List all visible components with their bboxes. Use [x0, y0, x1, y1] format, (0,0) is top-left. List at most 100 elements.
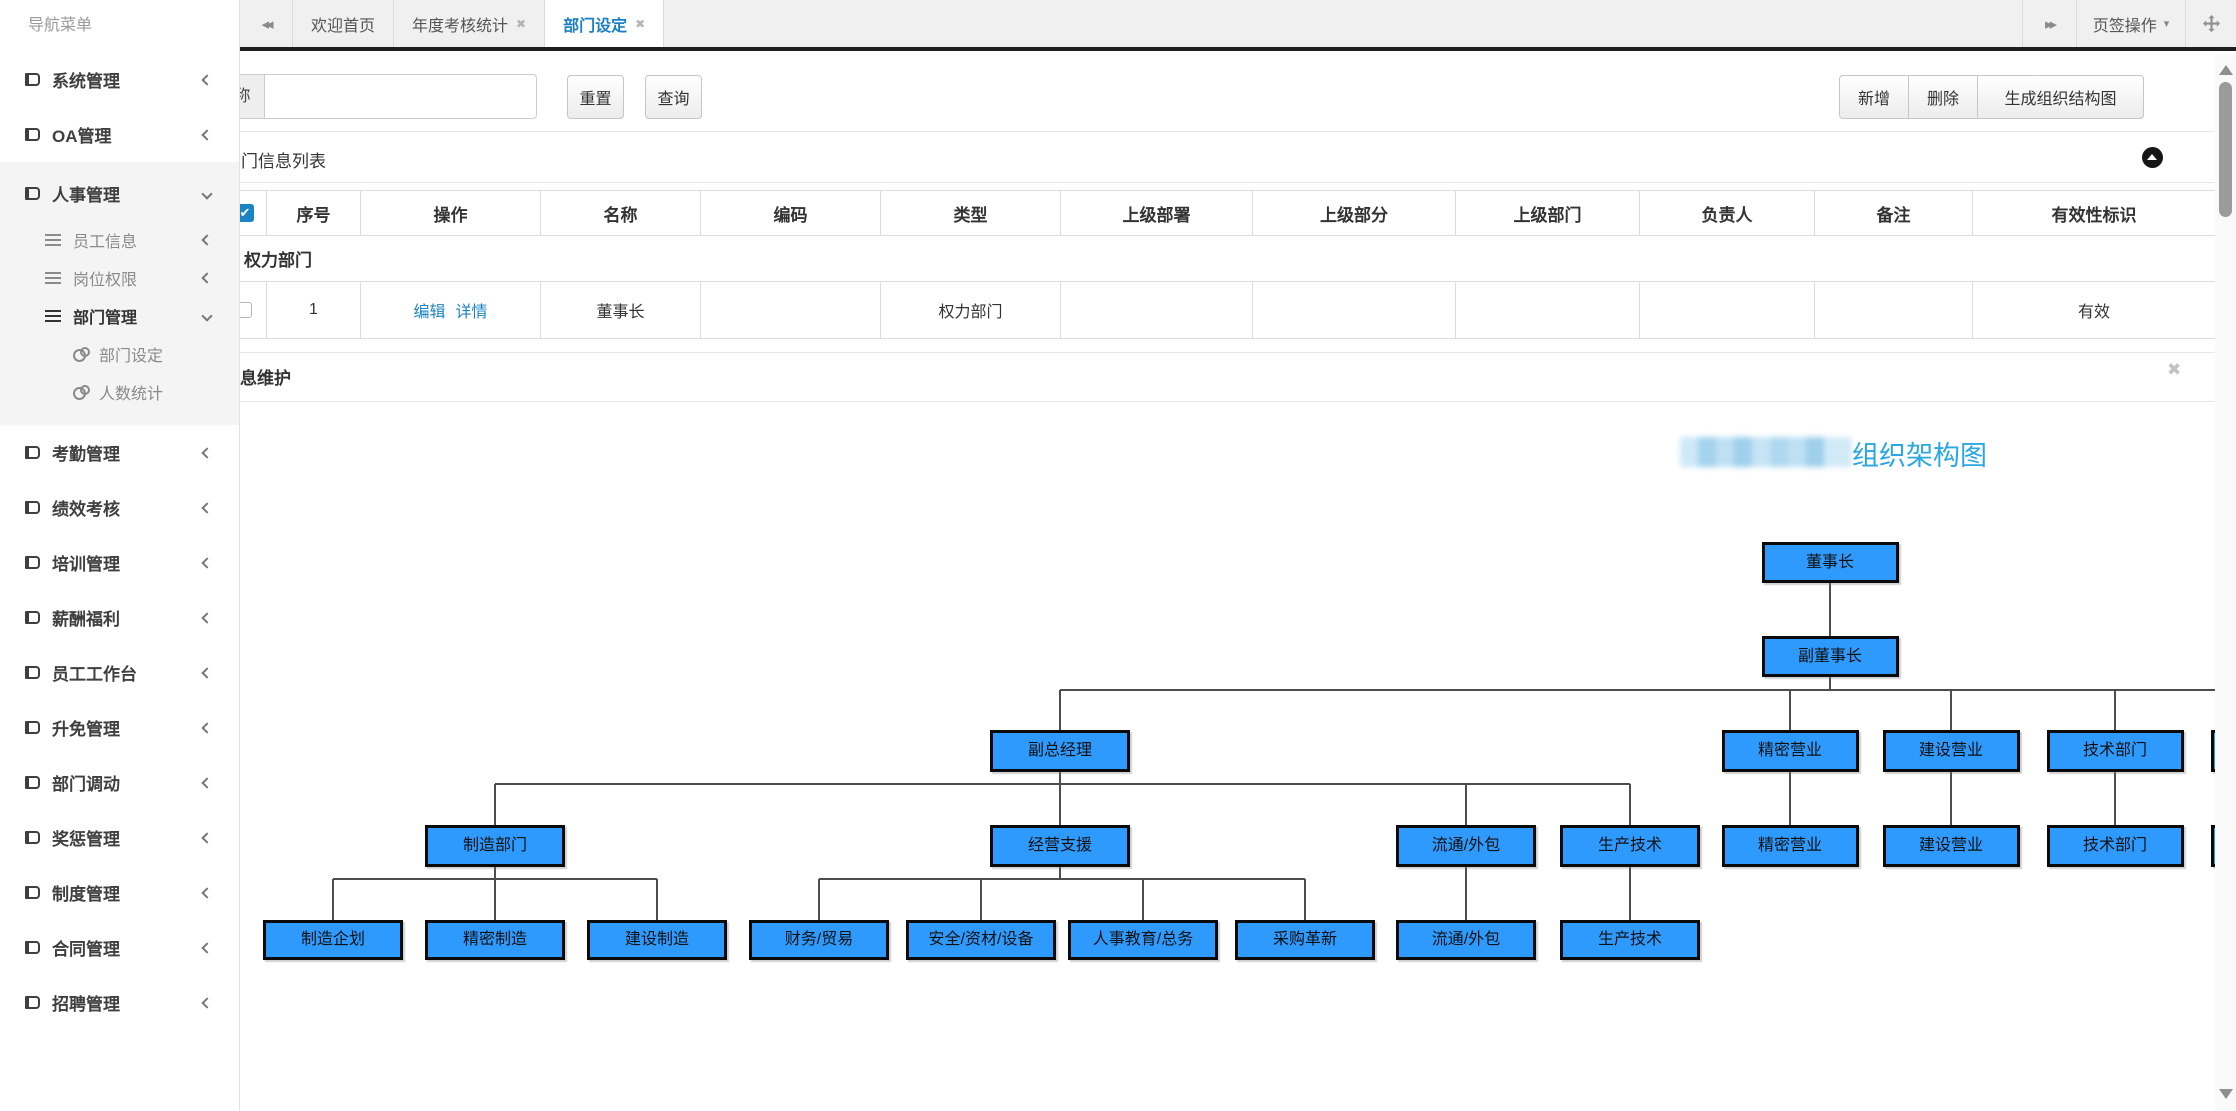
- row-action-编辑[interactable]: 编辑: [413, 304, 446, 321]
- sidebar-item-绩效考核[interactable]: 绩效考核: [0, 480, 239, 535]
- sidebar-item-OA管理[interactable]: OA管理: [0, 107, 239, 162]
- table-group-row: 权力部门: [225, 235, 2216, 282]
- bars-icon: [45, 272, 61, 284]
- chevron-left-icon: [201, 556, 213, 569]
- sidebar-item-系统管理[interactable]: 系统管理: [0, 52, 239, 107]
- tab-年度考核统计[interactable]: 年度考核统计 ✖: [394, 0, 546, 47]
- book-icon: [25, 611, 40, 624]
- gears-icon: [73, 346, 91, 362]
- row-action-详情[interactable]: 详情: [455, 304, 488, 321]
- sidebar-expanded-section: 人事管理员工信息岗位权限部门管理部门设定人数统计: [0, 162, 239, 425]
- org-node-技术部门: 技术部门: [2046, 825, 2184, 867]
- tab-label: 年度考核统计: [412, 17, 509, 35]
- sidebar-item-人数统计[interactable]: 人数统计: [0, 373, 239, 411]
- sidebar-item-薪酬福利[interactable]: 薪酬福利: [0, 590, 239, 645]
- org-connector: [494, 867, 496, 879]
- sidebar-item-label: OA管理: [52, 127, 112, 146]
- tab-close-icon[interactable]: ✖: [516, 16, 527, 31]
- sidebar-item-label: 薪酬福利: [52, 610, 120, 629]
- org-node-安全/资材/设备: 安全/资材/设备: [906, 920, 1056, 960]
- org-connector: [2114, 772, 2116, 825]
- sidebar-item-部门设定[interactable]: 部门设定: [0, 335, 239, 373]
- sidebar-item-升免管理[interactable]: 升免管理: [0, 700, 239, 755]
- org-node-技术部门: 技术部门: [2046, 730, 2184, 772]
- reset-button[interactable]: 重置: [567, 75, 624, 119]
- sidebar-item-label: 奖惩管理: [52, 830, 120, 849]
- actions-cell: 编辑详情: [360, 281, 541, 339]
- list-panel-title: 部门信息列表: [224, 152, 326, 171]
- tab-close-icon[interactable]: ✖: [635, 16, 646, 31]
- org-node-副总经理: 副总经理: [990, 730, 1130, 772]
- fullscreen-icon[interactable]: [2186, 0, 2236, 47]
- org-node-董事长: 董事长: [1761, 542, 1899, 583]
- org-connector: [494, 784, 496, 825]
- org-node-经营支援: 经营支援: [990, 825, 1130, 867]
- sidebar-item-员工信息[interactable]: 员工信息: [0, 221, 239, 259]
- sidebar-item-制度管理[interactable]: 制度管理: [0, 865, 239, 920]
- book-icon: [25, 776, 40, 789]
- name-cell: 董事长: [540, 281, 701, 339]
- org-node-制造部门: 制造部门: [425, 825, 565, 867]
- tab-label: 欢迎首页: [311, 17, 376, 35]
- sidebar-item-label: 绩效考核: [52, 500, 120, 519]
- org-connector: [1142, 879, 1144, 920]
- sidebar-item-部门管理[interactable]: 部门管理: [0, 297, 239, 335]
- book-icon: [25, 128, 40, 141]
- query-button[interactable]: 查询: [645, 75, 702, 119]
- owner-cell: [1639, 281, 1815, 339]
- org-connector: [1789, 772, 1791, 825]
- sidebar-item-合同管理[interactable]: 合同管理: [0, 920, 239, 975]
- org-node-精密营业: 精密营业: [1721, 730, 1859, 772]
- sidebar-item-人事管理[interactable]: 人事管理: [0, 166, 239, 221]
- book-icon: [25, 73, 40, 86]
- tab-欢迎首页[interactable]: 欢迎首页: [292, 0, 395, 47]
- sidebar-item-考勤管理[interactable]: 考勤管理: [0, 425, 239, 480]
- add-button[interactable]: 新增: [1839, 75, 1909, 119]
- sidebar-item-label: 人事管理: [52, 186, 120, 205]
- scroll-up-icon[interactable]: [2219, 65, 2233, 75]
- org-connector: [1304, 879, 1306, 920]
- collapse-panel-icon[interactable]: [2142, 147, 2163, 168]
- org-node-生产技术: 生产技术: [1560, 825, 1700, 867]
- org-connector: [819, 878, 1305, 880]
- sidebar-item-培训管理[interactable]: 培训管理: [0, 535, 239, 590]
- tab-部门设定[interactable]: 部门设定 ✖: [545, 0, 665, 47]
- book-icon: [25, 721, 40, 734]
- sidebar-item-岗位权限[interactable]: 岗位权限: [0, 259, 239, 297]
- delete-button[interactable]: 删除: [1908, 75, 1978, 119]
- sidebar-header: 导航菜单: [28, 17, 93, 34]
- book-icon: [25, 941, 40, 954]
- remark-cell: [1814, 281, 1973, 339]
- org-connector: [1059, 690, 1061, 730]
- sidebar-item-label: 培训管理: [52, 555, 120, 574]
- chevron-left-icon: [201, 611, 213, 624]
- sup_dept3-cell: [1455, 281, 1640, 339]
- vertical-scrollbar[interactable]: [2215, 55, 2236, 1111]
- org-node-制造企划: 制造企划: [263, 920, 403, 960]
- select-all-checkbox[interactable]: ✔: [236, 204, 254, 222]
- column-header-编码: 编码: [700, 190, 881, 236]
- org-node-建设营业: 建设营业: [1882, 825, 2020, 867]
- tab-label: 部门设定: [563, 17, 628, 35]
- generate-org-chart-button[interactable]: 生成组织结构图: [1977, 75, 2144, 119]
- scroll-down-icon[interactable]: [2219, 1089, 2233, 1099]
- chevron-left-icon: [201, 831, 213, 844]
- sidebar-item-部门调动[interactable]: 部门调动: [0, 755, 239, 810]
- bars-icon: [45, 310, 61, 322]
- close-icon[interactable]: ✖: [2167, 360, 2182, 379]
- sidebar-item-label: 员工工作台: [52, 665, 137, 684]
- scrollbar-thumb[interactable]: [2219, 82, 2232, 217]
- sidebar-item-奖惩管理[interactable]: 奖惩管理: [0, 810, 239, 865]
- org-connector: [656, 879, 658, 920]
- search-input[interactable]: [265, 74, 537, 119]
- org-connector: [980, 879, 982, 920]
- sidebar-item-label: 制度管理: [52, 885, 120, 904]
- sidebar-item-员工工作台[interactable]: 员工工作台: [0, 645, 239, 700]
- tabs-scroll-right-icon[interactable]: ▸▸: [2022, 0, 2076, 47]
- tab-operations-dropdown[interactable]: 页签操作 ▾: [2076, 0, 2186, 47]
- chevron-left-icon: [201, 128, 213, 141]
- sidebar-item-招聘管理[interactable]: 招聘管理: [0, 975, 239, 1030]
- book-icon: [25, 666, 40, 679]
- tabs-scroll-left-icon[interactable]: ◂◂: [261, 15, 273, 33]
